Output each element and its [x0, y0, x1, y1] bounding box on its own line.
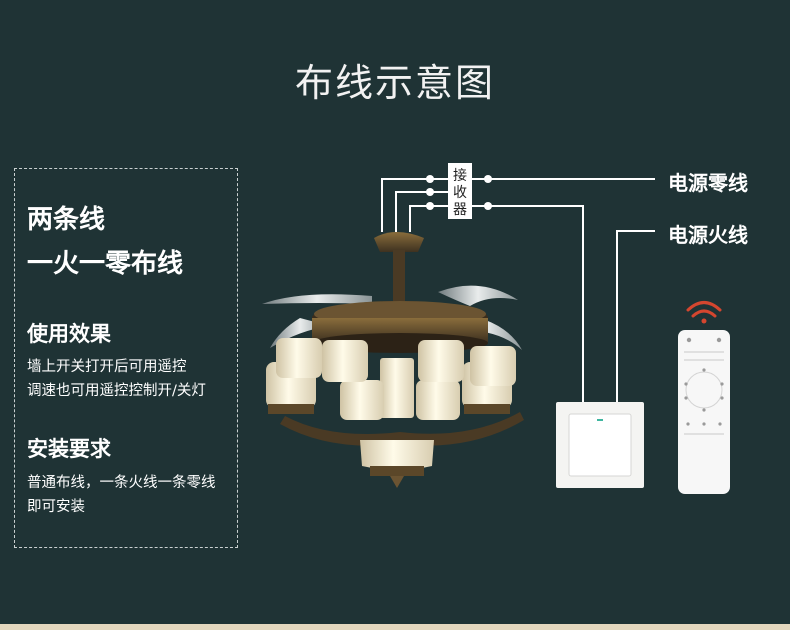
- upper-shades: [276, 338, 516, 386]
- diagram-title: 布线示意图: [294, 61, 495, 105]
- lamp-canopy: [374, 232, 424, 252]
- wiring-info-box: 两条线 一火一零布线 使用效果 墙上开关打开后可用遥控 调速也可用遥控控制开/关…: [14, 168, 238, 548]
- remote-power-button: [686, 337, 692, 343]
- bottom-accent-bar: [0, 624, 790, 630]
- install-line-1: 普通布线，一条火线一条零线: [27, 475, 216, 491]
- label-power-live: 电源火线: [668, 223, 748, 247]
- install-heading: 安装要求: [27, 437, 111, 461]
- effect-line-1: 墙上开关打开后可用遥控: [27, 359, 187, 375]
- terminal-dots: [426, 175, 492, 210]
- label-power-neutral: 电源零线: [668, 171, 748, 195]
- wire-3: [409, 205, 448, 232]
- lamp-arms: [280, 412, 524, 446]
- fan-blade-left: [262, 294, 372, 304]
- headline-live-neutral: 一火一零布线: [27, 249, 184, 279]
- receiver-box: 接 收 器: [448, 163, 472, 219]
- effect-line-2: 调速也可用遥控控制开/关灯: [27, 383, 206, 399]
- fan-blade-right: [438, 285, 518, 306]
- bottom-shade: [360, 440, 434, 470]
- remote-dial: [685, 371, 723, 409]
- remote-buttons: [684, 368, 724, 426]
- remote-rows: [684, 351, 724, 435]
- install-line-2: 即可安装: [27, 499, 85, 515]
- center-stem-shade: [380, 358, 414, 418]
- receiver-char-2: 收: [453, 185, 467, 201]
- switch-indicator: [597, 419, 603, 421]
- remote-control: [678, 330, 730, 494]
- lamp-downrod: [393, 250, 405, 308]
- switch-wire-a: [472, 205, 584, 402]
- receiver-char-3: 器: [453, 202, 467, 218]
- ceiling-fan-lamp: [262, 232, 524, 488]
- wall-switch: [556, 402, 644, 488]
- headline-two-wires: 两条线: [27, 205, 106, 235]
- wires: [381, 178, 655, 402]
- live-wire: [616, 230, 655, 402]
- receiver-char-1: 接: [453, 167, 467, 184]
- effect-heading: 使用效果: [27, 322, 111, 346]
- lower-shades: [266, 362, 512, 420]
- wire-2: [395, 191, 448, 232]
- wifi-signal-icon: [686, 301, 722, 324]
